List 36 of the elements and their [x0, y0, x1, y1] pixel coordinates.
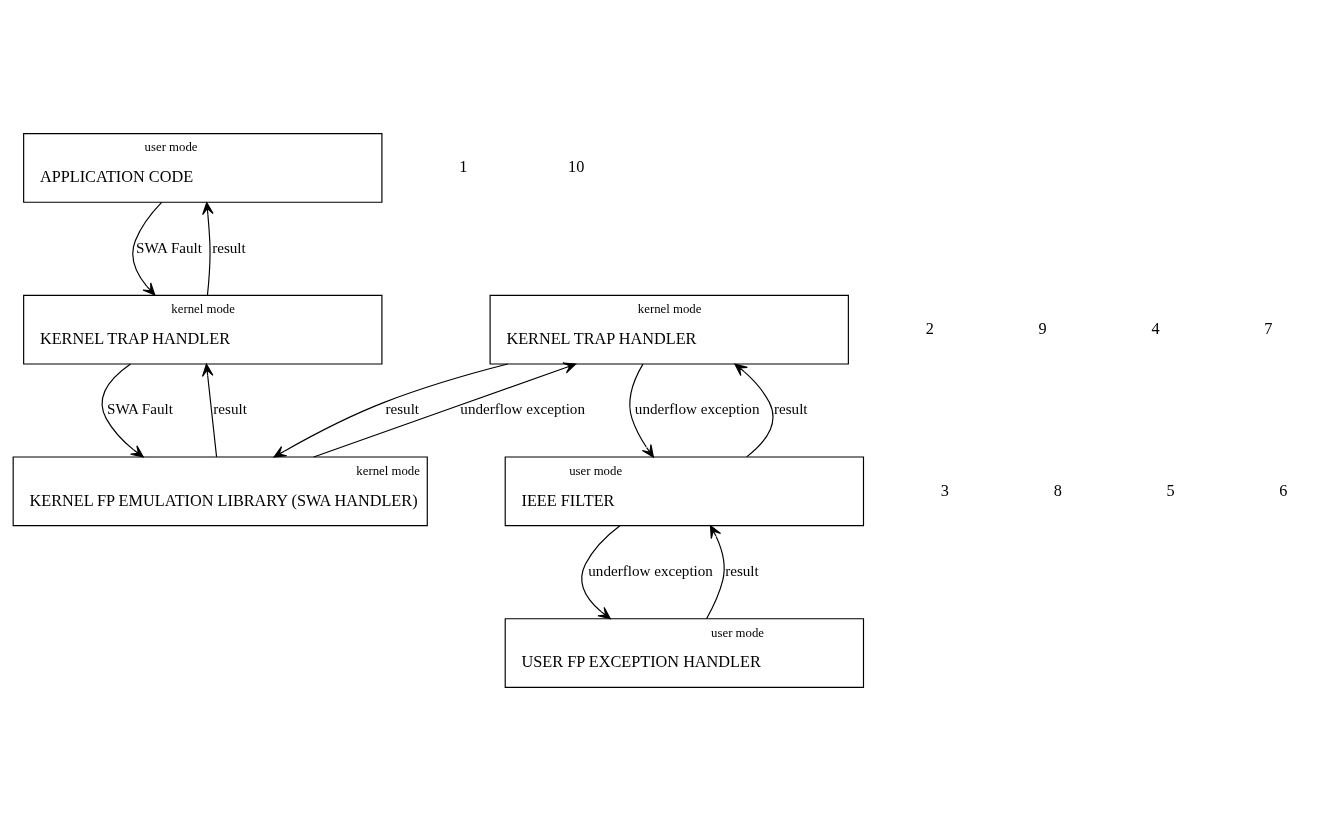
- label: 10: [568, 157, 585, 177]
- edge-label: result: [385, 401, 420, 418]
- label: 7: [1264, 318, 1273, 338]
- arrow: [313, 362, 577, 458]
- arrow: [202, 202, 214, 296]
- edge-label: result: [213, 401, 247, 418]
- label: 6: [1279, 480, 1288, 500]
- edge-label: underflow exception: [634, 401, 760, 418]
- arrow: [734, 363, 774, 458]
- node-box: kernel mode KERNEL TRAP HANDLER: [23, 294, 383, 365]
- edge-label: underflow exception: [588, 563, 713, 580]
- arrow: [705, 525, 725, 620]
- label: 8: [1053, 480, 1062, 500]
- label: 5: [1166, 480, 1175, 500]
- edge-label: SWA Fault: [136, 239, 202, 256]
- edge-label: SWA Fault: [107, 401, 173, 418]
- edge-label: result: [212, 239, 246, 256]
- arrow: [273, 363, 509, 458]
- node-box: kernel mode KERNEL FP EMULATION LIBRARY (SWA HANDLER): [12, 456, 428, 527]
- arrow: [629, 363, 654, 458]
- label: 9: [1038, 318, 1047, 338]
- arrow: [101, 363, 144, 458]
- label: 3: [940, 480, 949, 500]
- label: 4: [1151, 318, 1160, 338]
- label: 2: [925, 318, 934, 338]
- arrow: [201, 363, 218, 458]
- node-box: user mode USER FP EXCEPTION HANDLER: [504, 618, 865, 688]
- node-box: user mode APPLICATION CODE: [23, 133, 383, 203]
- edge-label: underflow exception: [460, 401, 585, 418]
- label: 1: [459, 157, 468, 177]
- node-box: kernel mode KERNEL TRAP HANDLER: [489, 294, 849, 365]
- edge-label: result: [725, 563, 759, 580]
- arrow: [581, 525, 621, 620]
- edge-label: result: [774, 401, 808, 418]
- node-box: user mode IEEE FILTER: [504, 456, 865, 527]
- arrow: [132, 201, 163, 296]
